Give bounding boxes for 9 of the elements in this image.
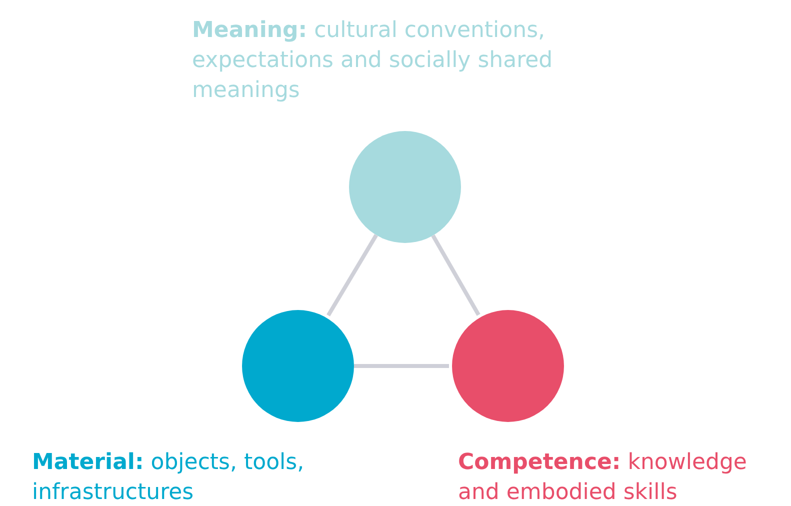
circle (452, 310, 564, 422)
connector-line (326, 234, 378, 316)
node-caption: Material: objects, tools, infrastructures (32, 449, 306, 506)
node-caption: Meaning: cultural conventions, expectations and socially shared meanings (192, 17, 554, 105)
circle (349, 131, 461, 243)
connector-line (431, 234, 480, 316)
circle (242, 310, 354, 422)
connector-line (354, 364, 449, 368)
node-caption: Competence: knowledge and embodied skills (458, 449, 748, 506)
